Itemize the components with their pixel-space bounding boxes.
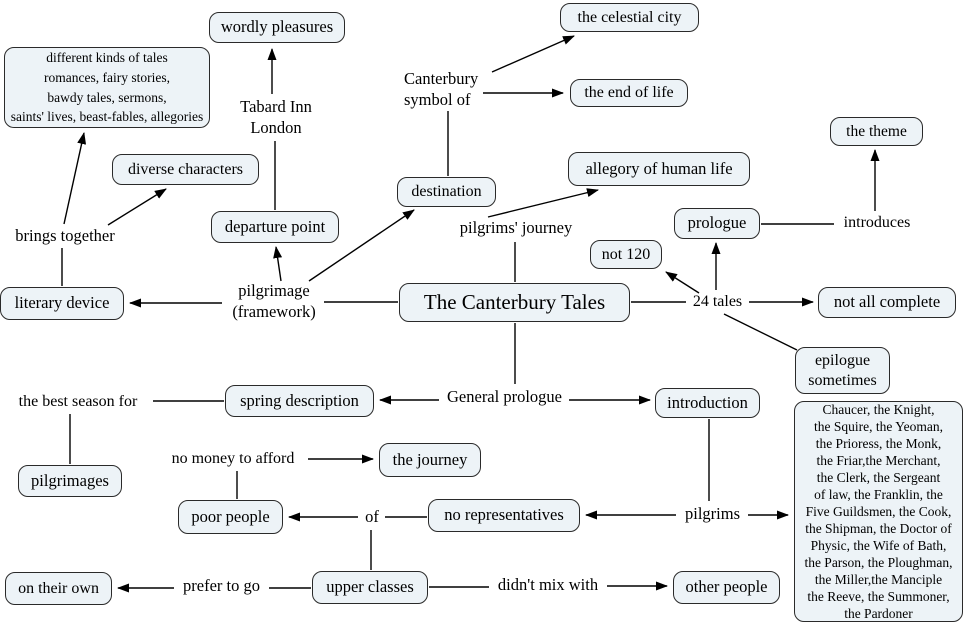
- node-destination: destination: [397, 177, 496, 207]
- label-introduces: introduces: [843, 214, 911, 231]
- node-introduction: introduction: [655, 388, 760, 418]
- node-epilogue-sometimes: epilogue sometimes: [795, 347, 890, 394]
- label-pilgrimage-framework: pilgrimage (framework): [232, 281, 316, 321]
- node-different-kinds-of-tales: different kinds of tales romances, fairy…: [4, 47, 210, 128]
- node-pilgrim-list: Chaucer, the Knight, the Squire, the Yeo…: [794, 401, 963, 622]
- node-no-representatives: no representatives: [428, 499, 580, 532]
- label-pilgrims-journey: pilgrims' journey: [459, 218, 573, 238]
- node-departure-point: departure point: [211, 211, 339, 243]
- edge-24tales-not120: [665, 271, 700, 294]
- node-literary-device: literary device: [0, 287, 124, 320]
- node-diverse-characters: diverse characters: [112, 154, 259, 185]
- label-the-best-season-for: the best season for: [18, 393, 138, 410]
- node-the-end-of-life: the end of life: [570, 79, 688, 107]
- node-poor-people: poor people: [178, 500, 283, 534]
- node-prologue: prologue: [674, 208, 760, 239]
- label-didnt-mix-with: didn't mix with: [497, 574, 599, 594]
- label-prefer-to-go: prefer to go: [183, 575, 260, 595]
- node-allegory-of-human-life: allegory of human life: [568, 152, 750, 186]
- node-spring-description: spring description: [225, 385, 374, 417]
- edge-pilgrimage-destination: [308, 209, 415, 282]
- edge-brings-diverse: [107, 188, 167, 226]
- label-pilgrims: pilgrims: [684, 504, 740, 524]
- node-not-all-complete: not all complete: [818, 287, 956, 318]
- label-24-tales: 24 tales: [692, 293, 743, 310]
- edge-canterbury-celestial: [491, 35, 575, 73]
- label-canterbury-symbol-of: Canterbury symbol of: [404, 69, 479, 109]
- label-no-money-to-afford: no money to afford: [171, 450, 295, 467]
- edge-24tales-epilogue: [723, 313, 798, 351]
- label-general-prologue: General prologue: [447, 387, 562, 407]
- edge-brings-kinds: [63, 132, 87, 225]
- node-pilgrimages: pilgrimages: [18, 465, 122, 497]
- node-wordly-pleasures: wordly pleasures: [209, 12, 345, 43]
- node-the-journey: the journey: [379, 443, 481, 477]
- node-upper-classes: upper classes: [312, 571, 428, 604]
- node-other-people: other people: [673, 571, 780, 604]
- label-of: of: [365, 507, 379, 527]
- node-not-120: not 120: [590, 240, 662, 269]
- node-the-celestial-city: the celestial city: [560, 3, 699, 32]
- label-brings-together: brings together: [15, 225, 115, 245]
- label-tabard-inn-london: Tabard Inn London: [240, 97, 312, 137]
- node-the-canterbury-tales: The Canterbury Tales: [399, 283, 630, 322]
- edge-pilgrimage-departure: [273, 246, 283, 282]
- node-on-their-own: on their own: [5, 572, 112, 605]
- edge-journey-allegory: [487, 188, 599, 218]
- node-the-theme: the theme: [830, 117, 923, 146]
